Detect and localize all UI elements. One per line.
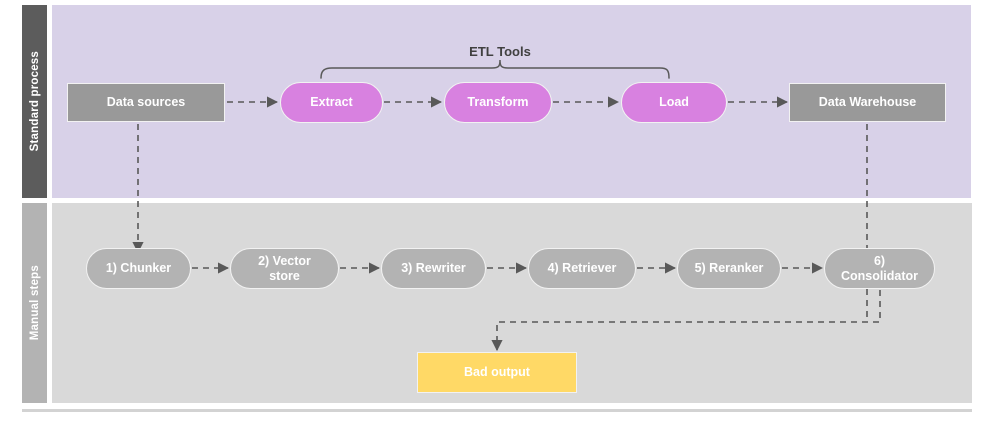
bottom-divider [22, 409, 972, 412]
node-label-data-sources: Data sources [106, 95, 186, 110]
node-label-extract: Extract [310, 95, 353, 110]
lane-label-standard-process: Standard process [28, 51, 41, 152]
node-label-transform: Transform [467, 95, 529, 110]
lane-header-manual-steps: Manual steps [22, 203, 47, 403]
node-consolidator[interactable]: 6) Consolidator [824, 248, 935, 289]
node-data-sources[interactable]: Data sources [67, 83, 225, 122]
bracket-label-etl-tools: ETL Tools [469, 44, 531, 59]
node-label-vector-store: 2) Vector store [258, 253, 311, 283]
node-label-chunker: 1) Chunker [105, 261, 172, 276]
node-vector-store[interactable]: 2) Vector store [230, 248, 339, 289]
node-label-reranker: 5) Reranker [694, 261, 764, 276]
node-label-consolidator: 6) Consolidator [840, 253, 919, 283]
node-chunker[interactable]: 1) Chunker [86, 248, 191, 289]
node-rewriter[interactable]: 3) Rewriter [381, 248, 486, 289]
node-label-rewriter: 3) Rewriter [401, 261, 466, 276]
node-label-load: Load [659, 95, 689, 110]
node-load[interactable]: Load [621, 82, 727, 123]
node-reranker[interactable]: 5) Reranker [677, 248, 781, 289]
node-data-warehouse[interactable]: Data Warehouse [789, 83, 946, 122]
lane-label-manual-steps: Manual steps [28, 265, 41, 341]
node-retriever[interactable]: 4) Retriever [528, 248, 636, 289]
node-transform[interactable]: Transform [444, 82, 552, 123]
node-bad-output[interactable]: Bad output [417, 352, 577, 393]
node-label-bad-output: Bad output [464, 365, 530, 380]
node-extract[interactable]: Extract [280, 82, 383, 123]
node-label-retriever: 4) Retriever [547, 261, 617, 276]
node-label-data-warehouse: Data Warehouse [818, 95, 917, 110]
lane-header-standard-process: Standard process [22, 5, 47, 198]
